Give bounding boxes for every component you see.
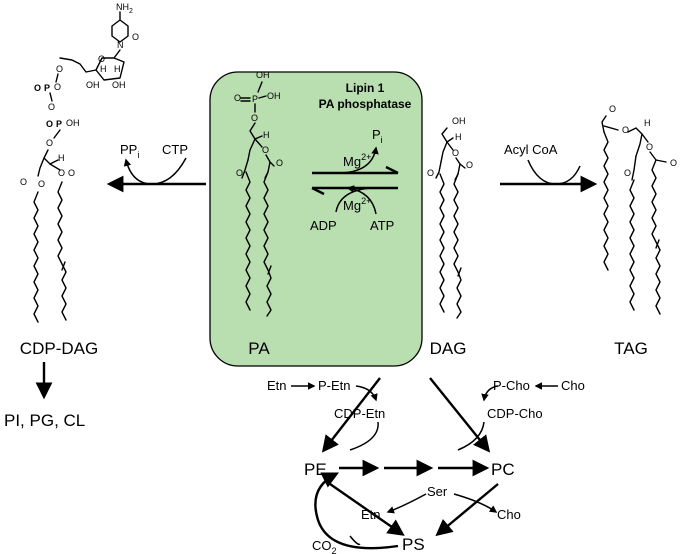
adp-release-arrow [335, 187, 373, 213]
svg-text:O: O [251, 113, 258, 123]
svg-text:P: P [252, 94, 258, 104]
adp-label: ADP [310, 218, 337, 233]
svg-text:O: O [609, 104, 616, 114]
svg-text:O: O [234, 93, 241, 103]
svg-text:O: O [46, 138, 53, 148]
pe-label: PE [304, 460, 327, 479]
etn-label: Etn [267, 378, 287, 393]
svg-text:O: O [276, 158, 283, 168]
svg-text:P: P [44, 83, 50, 93]
tag-structure: O O H O O O [601, 104, 677, 315]
dag-structure: OH H O O O [427, 116, 473, 319]
ser-label: Ser [427, 484, 448, 499]
acyl-coa-curve [527, 159, 581, 185]
enzyme-title-line2: PA phosphatase [319, 97, 412, 111]
mg-forward-label: Mg2+ [343, 152, 371, 169]
dag-to-pc-arrow [429, 377, 491, 453]
svg-text:O: O [58, 168, 65, 178]
cdp-etn-label: CDP-Etn [334, 406, 385, 421]
svg-text:NH2: NH2 [116, 2, 133, 15]
svg-text:O: O [670, 158, 677, 168]
co2-label: CO2 [312, 538, 337, 554]
svg-text:O: O [646, 142, 653, 152]
ps-label: PS [402, 535, 425, 554]
svg-text:H: H [58, 153, 65, 163]
cho-label: Cho [561, 378, 585, 393]
cdp-dag-structure: NH2 N O O H H OH OH O O P O O O P OH O H… [20, 2, 139, 323]
pa-structure: OH O P OH O H O O O [234, 70, 283, 317]
svg-text:O: O [466, 160, 473, 170]
svg-text:O: O [48, 102, 55, 112]
svg-text:OH: OH [86, 80, 100, 90]
dag-label: DAG [430, 339, 467, 358]
atp-label: ATP [370, 218, 394, 233]
svg-text:P: P [56, 119, 62, 129]
svg-text:H: H [114, 64, 121, 74]
svg-text:OH: OH [267, 91, 281, 101]
mg-reverse-label: Mg2+ [343, 196, 371, 213]
svg-text:O: O [98, 54, 105, 64]
svg-text:OH: OH [112, 80, 126, 90]
svg-text:OH: OH [452, 116, 466, 126]
lipin-enzyme-box [209, 71, 423, 367]
p-etn-label: P-Etn [318, 378, 351, 393]
svg-text:O: O [132, 32, 139, 42]
svg-text:O: O [20, 177, 27, 187]
svg-text:O: O [34, 83, 41, 93]
enzyme-title-line1: Lipin 1 [346, 81, 385, 95]
pe-to-ps-arrow [329, 483, 405, 536]
p-cho-label: P-Cho [493, 378, 530, 393]
svg-text:O: O [622, 125, 629, 135]
svg-text:OH: OH [66, 118, 80, 128]
svg-text:O: O [452, 148, 459, 158]
pc-to-ps-arrow [435, 483, 499, 537]
svg-text:O: O [236, 168, 243, 178]
svg-text:O: O [56, 64, 63, 74]
svg-text:O: O [46, 119, 53, 129]
svg-text:H: H [100, 64, 107, 74]
pc-label: PC [491, 460, 515, 479]
svg-text:O: O [68, 168, 75, 178]
tag-label: TAG [614, 339, 648, 358]
svg-text:O: O [38, 179, 45, 189]
svg-text:O: O [54, 82, 61, 92]
svg-text:H: H [644, 118, 651, 128]
ppi-label: PPi [120, 142, 139, 160]
svg-text:O: O [262, 145, 269, 155]
cdp-dag-label: CDP-DAG [20, 339, 98, 358]
pa-label: PA [248, 339, 270, 358]
svg-text:H: H [455, 132, 462, 142]
svg-text:H: H [263, 130, 270, 140]
pi-release-arrow [339, 146, 379, 174]
etn-out-label: Etn [361, 507, 381, 522]
ps-to-pe-arrow [314, 472, 399, 550]
acyl-coa-label: Acyl CoA [504, 142, 558, 157]
ctp-ppi-curve [123, 157, 187, 185]
cho-out-label: Cho [497, 507, 521, 522]
pi-label: Pi [372, 127, 383, 145]
cdp-dag-products-label: PI, PG, CL [4, 411, 85, 430]
dag-to-pe-arrow [321, 377, 381, 453]
svg-text:N: N [117, 40, 124, 50]
svg-text:O: O [624, 168, 631, 178]
svg-text:OH: OH [256, 70, 270, 80]
svg-text:O: O [427, 168, 434, 178]
cdp-cho-label: CDP-Cho [487, 406, 543, 421]
ctp-label: CTP [162, 142, 188, 157]
